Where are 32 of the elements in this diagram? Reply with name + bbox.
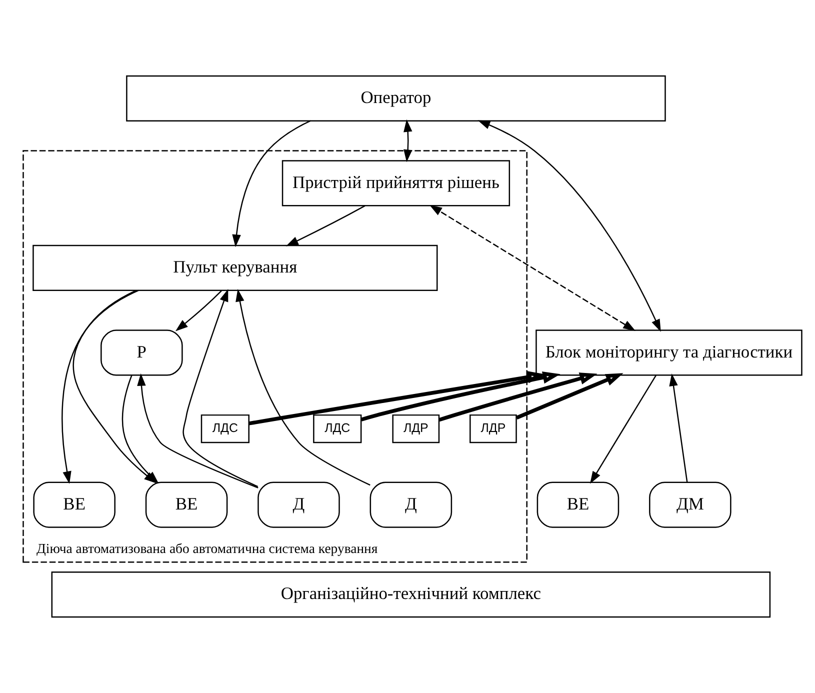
node-box: ЛДС: [200, 414, 250, 444]
arrow: [590, 375, 656, 484]
arrow: [182, 289, 258, 488]
node-box: ВЕ: [536, 482, 620, 528]
arrow: [360, 372, 560, 422]
arrow: [404, 119, 412, 162]
node-box: Д: [370, 482, 452, 528]
node-box: ВЕ: [33, 482, 116, 528]
arrow: [516, 373, 624, 420]
arrow: [248, 371, 546, 426]
node-box: ВЕ: [145, 482, 228, 528]
arrow: [430, 204, 636, 332]
node-box: Оператор: [126, 75, 666, 122]
arrow: [438, 372, 598, 422]
arrow: [236, 289, 370, 486]
node-box: Організаційно-технічний комплекс: [51, 572, 771, 618]
arrow: [478, 120, 661, 332]
node-box: ЛДС: [313, 414, 362, 444]
arrow: [137, 373, 258, 488]
arrow: [175, 290, 222, 332]
node-box: Д: [258, 482, 340, 528]
node-box: Блок моніторингу та діагностики: [536, 330, 802, 376]
node-box: Пульт керування: [32, 244, 438, 292]
node-box: ЛДР: [392, 414, 440, 444]
arrow: [286, 205, 366, 246]
node-box: ДМ: [649, 482, 732, 528]
node-box: Р: [100, 330, 183, 376]
node-box: ЛДР: [470, 414, 517, 444]
node-box: Пристрій прийняття рішень: [282, 160, 510, 206]
arrow: [232, 120, 311, 248]
arrow: [62, 290, 139, 484]
arrow: [669, 374, 688, 482]
